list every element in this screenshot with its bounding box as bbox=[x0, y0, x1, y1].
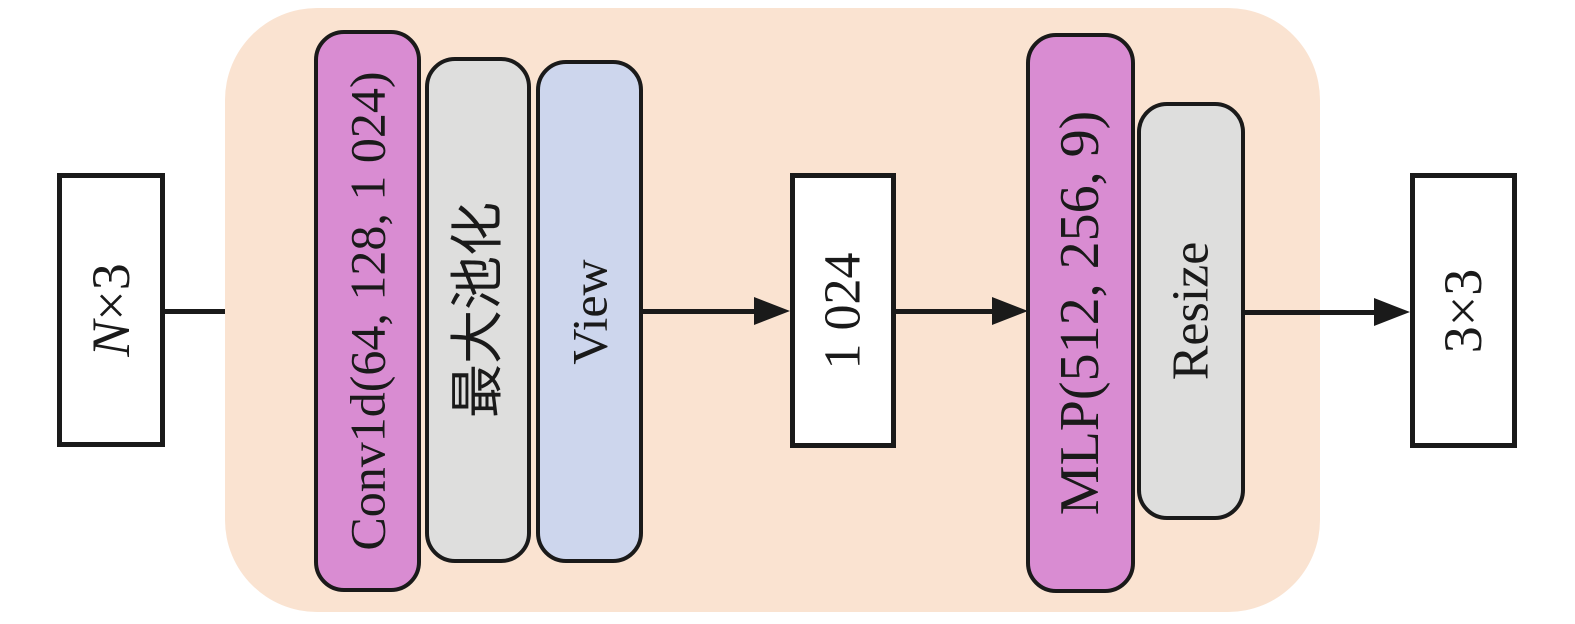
feature-vector-box: 1 024 bbox=[790, 173, 896, 448]
resize-block: Resize bbox=[1137, 102, 1245, 520]
arrow-head-icon bbox=[1374, 298, 1410, 326]
arrow-shaft bbox=[165, 308, 279, 314]
arrow-feature-to-mlp bbox=[896, 297, 1028, 325]
mlp-label: MLP(512, 256, 9) bbox=[1049, 110, 1112, 516]
conv1d-label: Conv1d(64, 128, 1 024) bbox=[339, 71, 396, 551]
arrow-head-icon bbox=[992, 297, 1028, 325]
view-label: View bbox=[561, 258, 618, 365]
input-dims: ×3 bbox=[81, 263, 141, 321]
maxpool-label: 最大池化 bbox=[448, 202, 508, 418]
arrow-head-icon bbox=[754, 297, 790, 325]
input-variable: N bbox=[81, 320, 141, 357]
input-tensor-box: N×3 bbox=[57, 173, 165, 447]
arrow-shaft bbox=[896, 308, 992, 314]
resize-label: Resize bbox=[1162, 241, 1220, 381]
output-matrix-label: 3×3 bbox=[1433, 268, 1494, 353]
arrow-view-to-feature bbox=[643, 297, 790, 325]
output-matrix-box: 3×3 bbox=[1410, 173, 1517, 448]
view-block: View bbox=[536, 60, 643, 563]
maxpool-block: 最大池化 bbox=[425, 57, 531, 563]
input-tensor-label: N×3 bbox=[81, 263, 141, 357]
arrow-shaft bbox=[1245, 309, 1374, 315]
arrow-resize-to-output bbox=[1245, 298, 1410, 326]
arrow-shaft bbox=[643, 308, 754, 314]
feature-vector-label: 1 024 bbox=[814, 252, 871, 369]
conv1d-block: Conv1d(64, 128, 1 024) bbox=[314, 30, 421, 592]
mlp-block: MLP(512, 256, 9) bbox=[1026, 33, 1135, 593]
